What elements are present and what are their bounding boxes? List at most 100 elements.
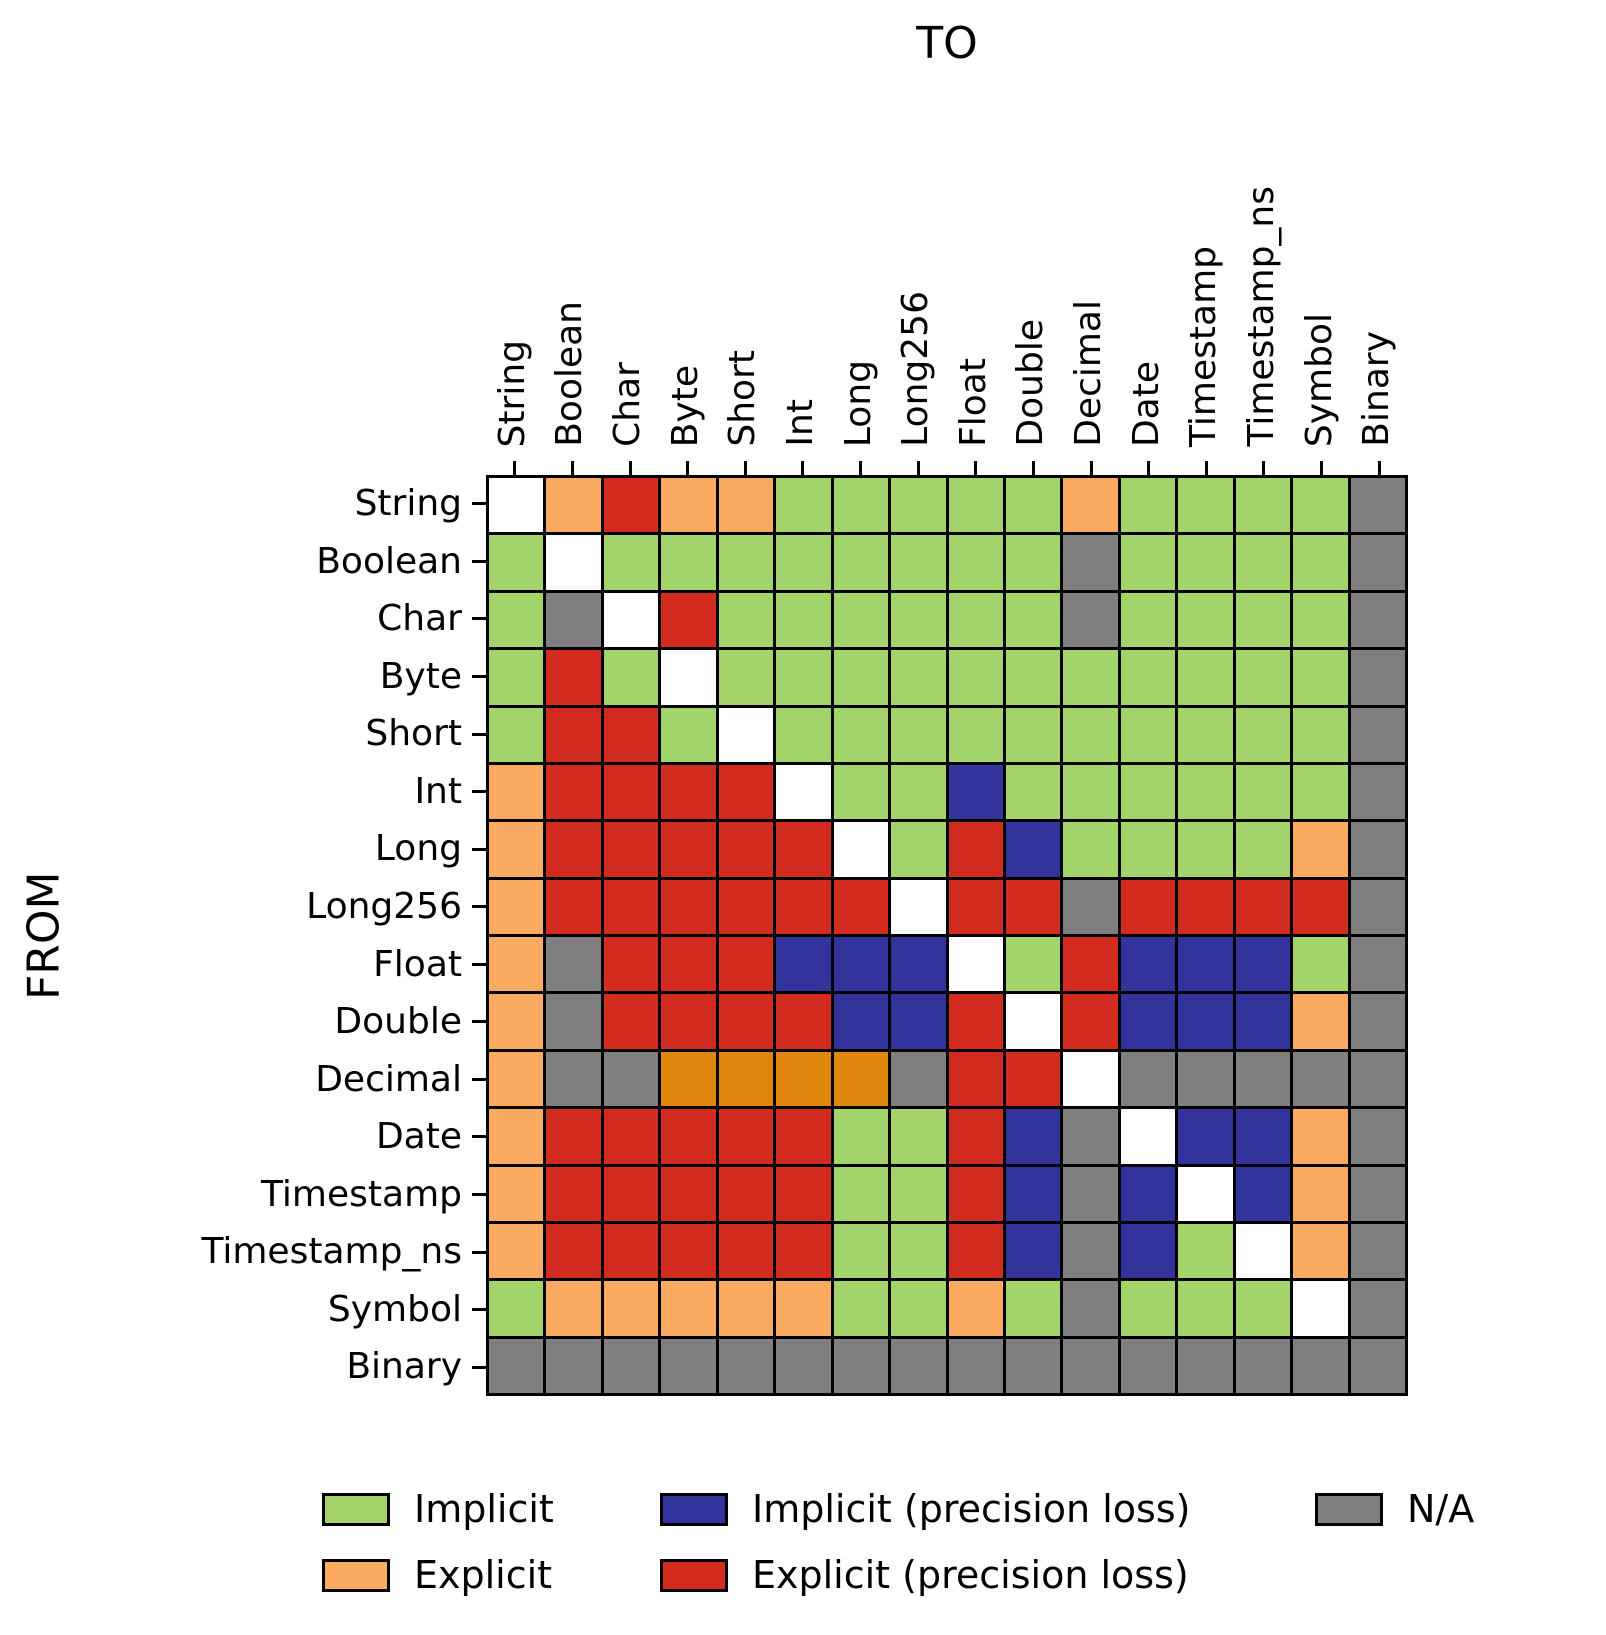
- cell-Char-to-String: [489, 592, 544, 648]
- cell-Symbol-to-Long256: [891, 1281, 946, 1336]
- cell-Long256-to-Byte: [661, 879, 716, 934]
- cell-Char-to-Float: [948, 592, 1003, 648]
- cell-String-to-Timestamp: [1178, 478, 1233, 533]
- cell-Double-to-Char: [603, 994, 659, 1049]
- cell-Long-to-Boolean: [546, 822, 601, 877]
- left-tick: [472, 1193, 486, 1197]
- cell-Binary-to-Byte: [661, 1338, 716, 1393]
- cell-Short-to-Timestamp_ns: [1235, 707, 1291, 762]
- cell-String-to-Char: [603, 478, 659, 533]
- left-tick: [472, 847, 486, 851]
- cell-Long256-to-Long: [833, 879, 889, 934]
- cell-Byte-to-Long: [833, 650, 889, 705]
- col-label-Float: Float: [952, 358, 994, 447]
- cell-String-to-Boolean: [546, 478, 601, 533]
- left-tick: [472, 732, 486, 736]
- cell-Double-to-Symbol: [1293, 994, 1348, 1049]
- cell-Binary-to-Boolean: [546, 1338, 601, 1393]
- cell-Char-to-Byte: [661, 592, 716, 648]
- cell-Symbol-to-Symbol: [1293, 1281, 1348, 1336]
- cell-Symbol-to-String: [489, 1281, 544, 1336]
- cell-Int-to-Long: [833, 764, 889, 820]
- col-label-Decimal: Decimal: [1068, 300, 1110, 447]
- cell-Char-to-Long: [833, 592, 889, 648]
- cell-Timestamp_ns-to-Char: [603, 1223, 659, 1279]
- cell-Int-to-Double: [1005, 764, 1061, 820]
- cell-Timestamp-to-String: [489, 1166, 544, 1221]
- cell-Float-to-Timestamp: [1178, 937, 1233, 992]
- cell-Date-to-Symbol: [1293, 1109, 1348, 1164]
- cell-Symbol-to-Date: [1120, 1281, 1176, 1336]
- cell-Date-to-Boolean: [546, 1109, 601, 1164]
- cell-String-to-Float: [948, 478, 1003, 533]
- cell-Long256-to-Int: [776, 879, 831, 934]
- cell-Timestamp_ns-to-Byte: [661, 1223, 716, 1279]
- cell-Binary-to-Symbol: [1293, 1338, 1348, 1393]
- cell-Float-to-Symbol: [1293, 937, 1348, 992]
- top-tick: [1320, 461, 1324, 475]
- top-tick: [974, 461, 978, 475]
- cell-Long256-to-Timestamp_ns: [1235, 879, 1291, 934]
- cell-Short-to-Date: [1120, 707, 1176, 762]
- cell-Date-to-Date: [1120, 1109, 1176, 1164]
- cell-Decimal-to-Int: [776, 1051, 831, 1107]
- cell-Symbol-to-Int: [776, 1281, 831, 1336]
- cell-Date-to-Timestamp: [1178, 1109, 1233, 1164]
- cell-Date-to-Float: [948, 1109, 1003, 1164]
- cell-Char-to-Date: [1120, 592, 1176, 648]
- cell-Int-to-Int: [776, 764, 831, 820]
- cell-Timestamp_ns-to-Decimal: [1063, 1223, 1118, 1279]
- cell-Char-to-Int: [776, 592, 831, 648]
- cell-Float-to-Float: [948, 937, 1003, 992]
- cell-Short-to-String: [489, 707, 544, 762]
- row-label-Long: Long: [374, 828, 462, 870]
- cell-Symbol-to-Short: [718, 1281, 774, 1336]
- cell-Decimal-to-Float: [948, 1051, 1003, 1107]
- cell-Float-to-Long: [833, 937, 889, 992]
- cell-Timestamp-to-Byte: [661, 1166, 716, 1221]
- cell-Byte-to-Decimal: [1063, 650, 1118, 705]
- left-tick: [472, 1250, 486, 1254]
- cell-Binary-to-Timestamp: [1178, 1338, 1233, 1393]
- col-label-Timestamp_ns: Timestamp_ns: [1240, 186, 1282, 447]
- cell-Long-to-Decimal: [1063, 822, 1118, 877]
- cell-Float-to-Boolean: [546, 937, 601, 992]
- cell-Float-to-String: [489, 937, 544, 992]
- col-label-Char: Char: [607, 362, 649, 447]
- left-tick: [472, 962, 486, 966]
- col-label-Date: Date: [1125, 360, 1167, 447]
- cell-Binary-to-String: [489, 1338, 544, 1393]
- cell-Byte-to-Timestamp_ns: [1235, 650, 1291, 705]
- left-tick: [472, 1135, 486, 1139]
- cell-Long-to-Long256: [891, 822, 946, 877]
- cell-Timestamp-to-Boolean: [546, 1166, 601, 1221]
- cell-Float-to-Int: [776, 937, 831, 992]
- top-tick: [570, 461, 574, 475]
- cell-Date-to-Timestamp_ns: [1235, 1109, 1291, 1164]
- cell-Decimal-to-Long256: [891, 1051, 946, 1107]
- legend-label-na: N/A: [1407, 1487, 1475, 1531]
- cell-Char-to-Timestamp_ns: [1235, 592, 1291, 648]
- top-tick: [1204, 461, 1208, 475]
- cell-Date-to-Long256: [891, 1109, 946, 1164]
- cell-Symbol-to-Double: [1005, 1281, 1061, 1336]
- cell-Int-to-Boolean: [546, 764, 601, 820]
- cell-Int-to-Float: [948, 764, 1003, 820]
- cell-Date-to-Byte: [661, 1109, 716, 1164]
- cell-Date-to-Long: [833, 1109, 889, 1164]
- top-tick: [513, 461, 517, 475]
- cell-Int-to-Timestamp_ns: [1235, 764, 1291, 820]
- top-tick: [1089, 461, 1093, 475]
- cell-Long-to-Float: [948, 822, 1003, 877]
- legend-swatch-explicit: [322, 1558, 390, 1592]
- cell-Decimal-to-Timestamp_ns: [1235, 1051, 1291, 1107]
- cell-Double-to-Binary: [1350, 994, 1405, 1049]
- cell-Short-to-Double: [1005, 707, 1061, 762]
- cell-Timestamp-to-Long: [833, 1166, 889, 1221]
- cell-Boolean-to-Double: [1005, 535, 1061, 590]
- cell-Char-to-Short: [718, 592, 774, 648]
- row-label-Symbol: Symbol: [327, 1288, 462, 1330]
- cell-String-to-Long256: [891, 478, 946, 533]
- left-tick: [472, 1077, 486, 1081]
